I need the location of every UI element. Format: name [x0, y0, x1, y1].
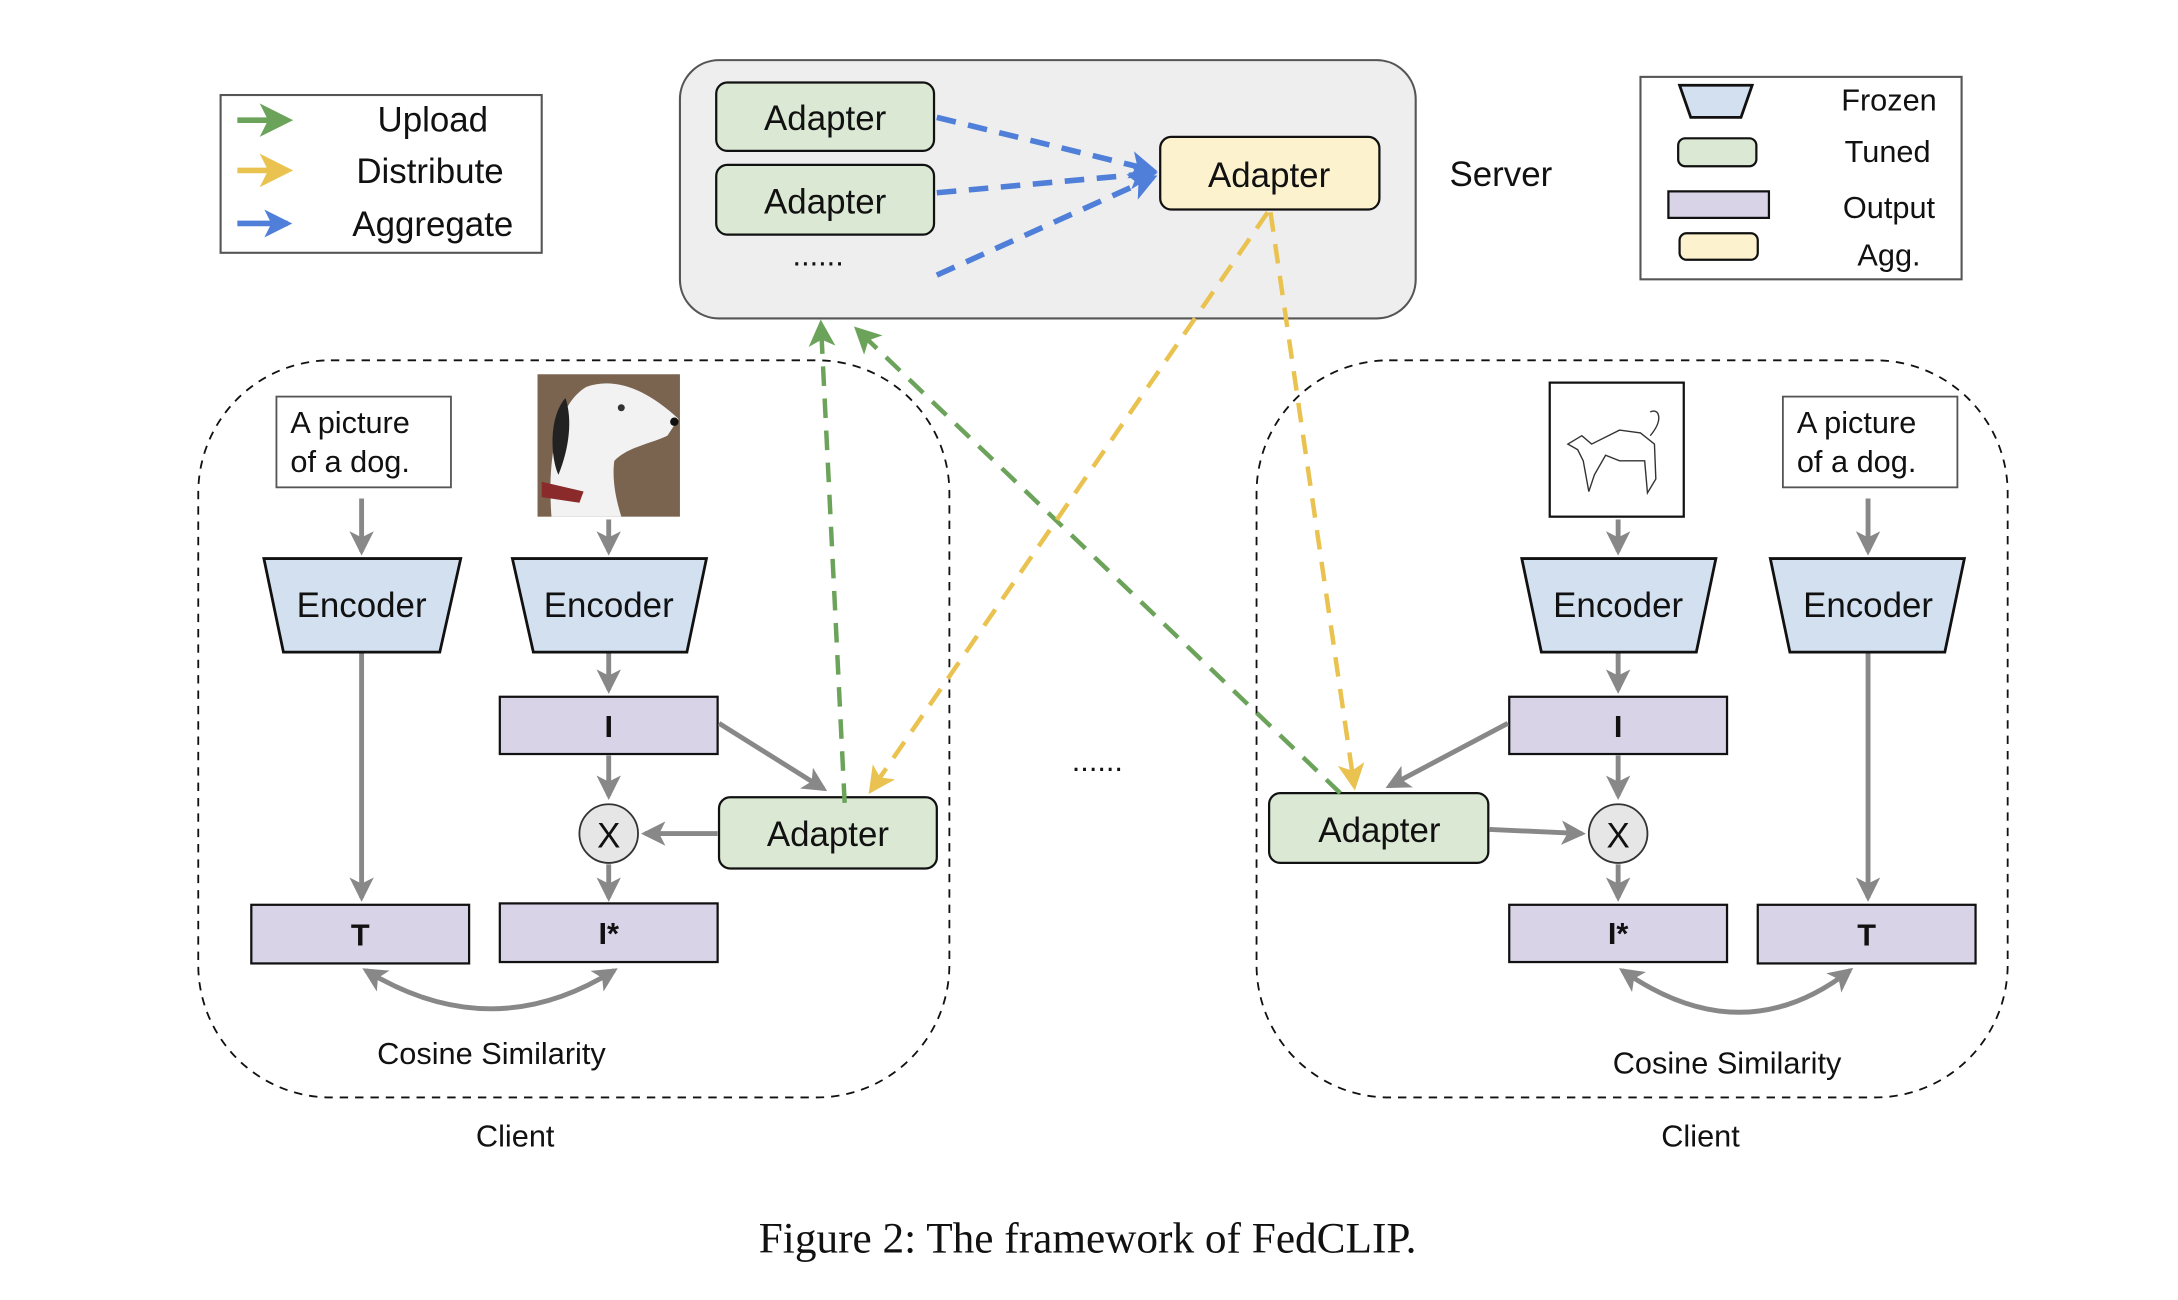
dog-photo-image	[537, 374, 680, 517]
output-swatch-icon	[1667, 190, 1771, 220]
cosine-similarity-arrow-right	[1618, 967, 1854, 1015]
svg-text:A picture: A picture	[290, 405, 409, 440]
legend-upload-label: Upload	[378, 100, 489, 139]
legend-agg-label: Agg.	[1857, 237, 1920, 272]
legend-distribute: Distribute	[237, 152, 504, 191]
text-feature-left: T	[250, 903, 471, 965]
legend-upload: Upload	[237, 100, 488, 139]
svg-text:Encoder: Encoder	[297, 586, 427, 625]
svg-text:X: X	[597, 817, 620, 856]
adapted-feature-left: I*	[498, 902, 719, 964]
dog-sketch-image	[1548, 381, 1685, 518]
cosine-similarity-label-right: Cosine Similarity	[1613, 1046, 1842, 1081]
server-aggregated-adapter: Adapter	[1159, 135, 1381, 211]
svg-text:I: I	[604, 709, 613, 744]
arrow-i-to-adapter-right	[1385, 721, 1509, 789]
cosine-similarity-arrow-left	[362, 968, 618, 1012]
upload-arrow-left	[808, 319, 847, 803]
client-left-boundary	[197, 359, 951, 1099]
adapted-feature-right: I*	[1508, 903, 1729, 964]
svg-text:Adapter: Adapter	[1208, 156, 1331, 195]
legend-aggregate-label: Aggregate	[352, 205, 513, 244]
svg-text:of a dog.: of a dog.	[1797, 444, 1917, 479]
svg-text:Encoder: Encoder	[1803, 586, 1933, 625]
image-feature-left: I	[498, 695, 719, 756]
server-label: Server	[1449, 155, 1552, 194]
distribute-arrow-right	[1268, 211, 1365, 791]
aggregate-arrow-3	[935, 174, 1158, 278]
image-feature-right: I	[1508, 695, 1729, 756]
client-right-label: Client	[1661, 1118, 1740, 1153]
server-client-adapter-2: Adapter	[715, 163, 936, 236]
upload-arrow-right	[854, 326, 1342, 795]
svg-text:of a dog.: of a dog.	[290, 444, 410, 479]
client-right: A picture of a dog. Encoder Encoder I Ad…	[1255, 359, 2009, 1153]
client-left: A picture of a dog. Encoder Encoder I	[197, 359, 951, 1153]
legend-aggregate: Aggregate	[237, 205, 513, 244]
agg-swatch-icon	[1678, 232, 1759, 261]
svg-text:Encoder: Encoder	[1553, 586, 1683, 625]
svg-text:I: I	[1614, 709, 1623, 744]
frozen-swatch-icon	[1677, 83, 1755, 119]
text-feature-right: T	[1756, 903, 1977, 965]
svg-text:I*: I*	[598, 916, 619, 951]
svg-text:Adapter: Adapter	[767, 815, 890, 854]
client-left-label: Client	[476, 1118, 555, 1153]
figure-caption: Figure 2: The framework of FedCLIP.	[759, 1214, 1417, 1262]
cosine-similarity-label-left: Cosine Similarity	[377, 1036, 606, 1071]
svg-text:T: T	[351, 917, 370, 952]
between-clients-ellipsis: ......	[1072, 743, 1123, 778]
text-encoder-left: Encoder	[262, 557, 463, 654]
svg-text:T: T	[1857, 917, 1876, 952]
legend-tuned-label: Tuned	[1845, 134, 1931, 169]
aggregate-arrow-2	[936, 161, 1158, 196]
arrow-adapter-to-multiply-right	[1489, 820, 1586, 845]
server: Adapter Adapter ...... Adapter Server	[678, 59, 1553, 320]
text-prompt-left: A picture of a dog.	[275, 395, 452, 489]
legend-frozen-label: Frozen	[1841, 82, 1937, 117]
server-client-adapter-1: Adapter	[715, 81, 936, 152]
image-encoder-right: Encoder	[1520, 557, 1718, 654]
arrow-i-to-adapter	[717, 721, 828, 792]
text-prompt-right: A picture of a dog.	[1781, 395, 1959, 489]
multiply-node-left: X	[578, 803, 639, 864]
adapter-left: Adapter	[717, 796, 938, 870]
svg-text:A picture: A picture	[1797, 405, 1916, 440]
svg-text:X: X	[1607, 817, 1630, 856]
tuned-swatch-icon	[1677, 137, 1758, 168]
server-ellipsis: ......	[793, 237, 844, 272]
svg-text:I*: I*	[1608, 916, 1629, 951]
svg-text:Adapter: Adapter	[764, 183, 887, 222]
svg-text:Adapter: Adapter	[1318, 811, 1441, 850]
svg-text:Adapter: Adapter	[764, 99, 887, 138]
legend-distribute-label: Distribute	[356, 152, 503, 191]
distribute-arrow-left	[868, 211, 1270, 794]
arrow-legend: Upload Distribute Aggregate	[219, 93, 543, 254]
legend-output-label: Output	[1843, 190, 1936, 225]
client-right-boundary	[1255, 359, 2009, 1099]
multiply-node-right: X	[1587, 803, 1649, 864]
adapter-right: Adapter	[1267, 791, 1490, 865]
shape-legend: Frozen Tuned Output Agg.	[1639, 75, 1963, 281]
aggregate-arrow-1	[936, 114, 1158, 179]
svg-text:Encoder: Encoder	[544, 586, 674, 625]
text-encoder-right: Encoder	[1768, 557, 1967, 654]
image-encoder-left: Encoder	[510, 557, 709, 654]
